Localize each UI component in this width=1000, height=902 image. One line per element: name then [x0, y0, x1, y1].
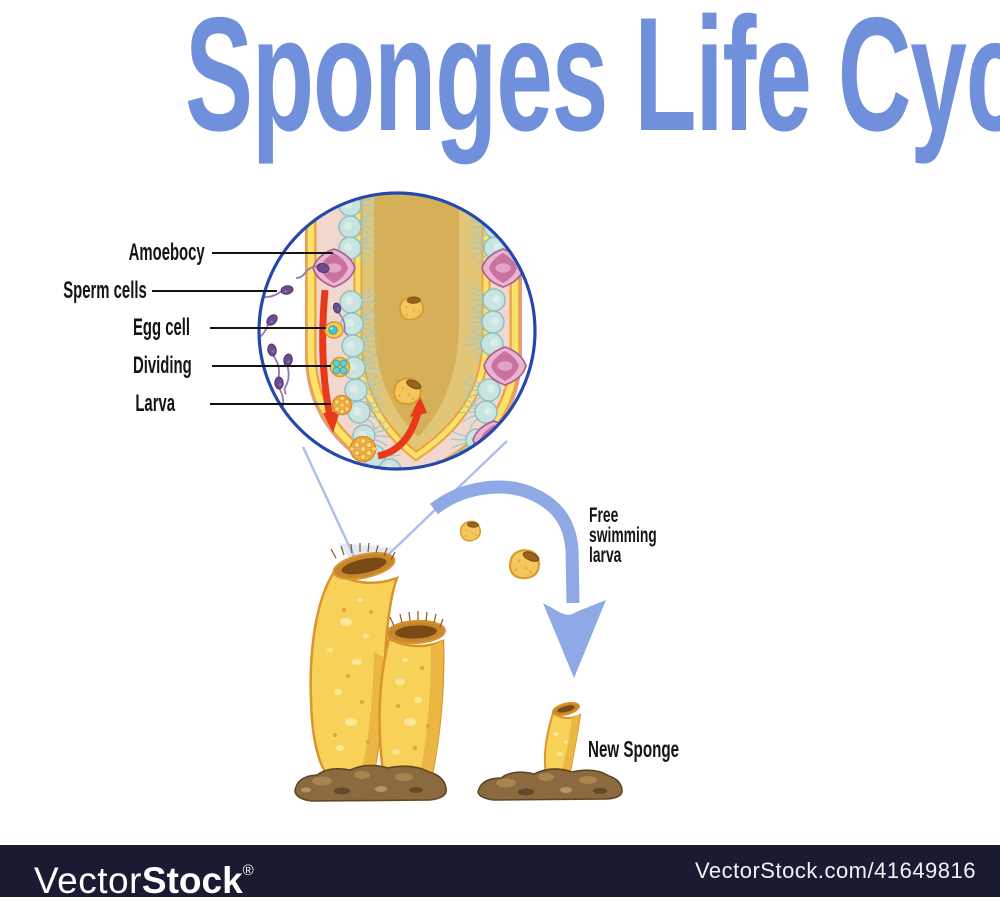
leader-line-amoebocy — [212, 252, 333, 254]
leader-line-sperm-cells — [152, 290, 277, 292]
brand-bold-part: Stock — [141, 860, 243, 901]
descent-arrow-icon — [429, 480, 606, 678]
label-amoebocy: Amoebocy — [128, 239, 205, 266]
label-egg-cell: Egg cell — [132, 314, 190, 341]
osculum-opening — [386, 611, 446, 645]
larva-ball-icon — [349, 435, 377, 463]
sperm-cell-icon — [295, 262, 330, 279]
free-larva-icon — [458, 518, 483, 544]
sponge-cross-section — [259, 193, 535, 469]
magnifier-circle-icon — [257, 191, 537, 471]
dividing-cells-icon — [329, 356, 351, 378]
watermark-bar: VectorStock® VectorStock.com/41649816 — [0, 845, 1000, 901]
watermark-credit: VectorStock.com/41649816 — [694, 858, 976, 883]
leader-line-egg-cell — [210, 327, 326, 329]
osculum-opening — [330, 542, 396, 580]
label-dividing: Dividing — [133, 352, 192, 379]
label-larva: Larva — [135, 390, 175, 417]
label-sperm-cells: Sperm cells — [63, 277, 147, 304]
new-sponge-illustration — [477, 701, 623, 801]
free-larva-icon — [507, 547, 542, 581]
larva-ball-icon — [331, 394, 353, 416]
seabed-rocks — [294, 764, 447, 802]
registered-mark-icon: ® — [242, 862, 254, 879]
leader-line-dividing — [212, 365, 331, 367]
vectorstock-logo: VectorStock® — [34, 850, 254, 902]
leader-line-larva — [210, 403, 331, 405]
page-title: Sponges Life Cycle — [185, 0, 1000, 165]
brand-light-part: Vector — [34, 860, 142, 901]
adult-sponge-illustration — [294, 542, 447, 802]
label-free-swimming-larva: Free swimming larva — [589, 504, 657, 567]
egg-cell-icon — [324, 321, 344, 339]
seabed-rocks — [477, 768, 623, 801]
label-new-sponge: New Sponge — [588, 736, 680, 762]
